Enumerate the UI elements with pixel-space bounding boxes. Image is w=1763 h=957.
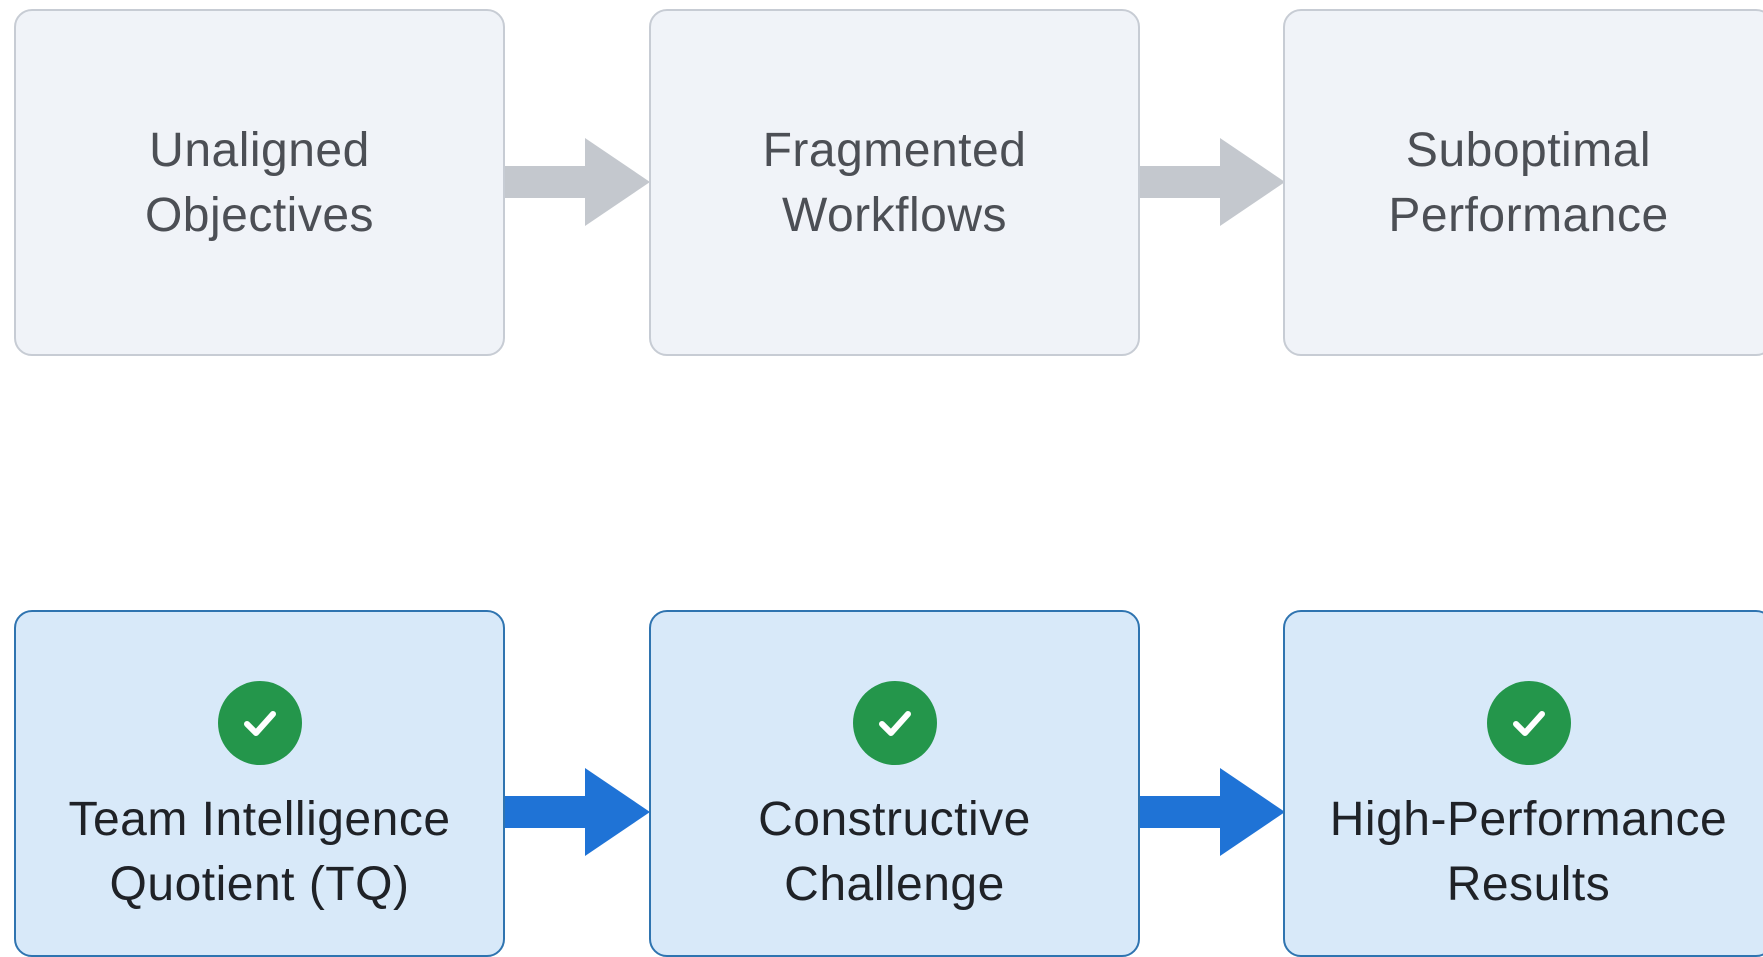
label-line-1: Constructive xyxy=(758,792,1031,846)
label-line-2: Results xyxy=(1446,857,1611,911)
solution-step-constructive-challenge: Constructive Challenge xyxy=(649,610,1140,957)
check-circle-icon xyxy=(1486,680,1571,765)
check-circle-icon xyxy=(852,680,937,765)
label-line-2: Workflows xyxy=(782,188,1007,242)
problem-arrow-1 xyxy=(505,138,650,226)
label-line-1: Unaligned xyxy=(149,123,370,177)
solution-arrow-1 xyxy=(505,768,650,856)
problem-step-label: Suboptimal Performance xyxy=(1388,118,1668,248)
label-line-2: Performance xyxy=(1388,188,1669,242)
label-line-1: Suboptimal xyxy=(1405,123,1652,177)
label-line-1: High-Performance xyxy=(1329,792,1728,846)
problem-step-label: Fragmented Workflows xyxy=(763,118,1027,248)
label-line-1: Fragmented xyxy=(762,123,1027,177)
problem-arrow-2 xyxy=(1140,138,1285,226)
solution-step-label: High-Performance Results xyxy=(1330,787,1727,917)
solution-step-high-performance-results: High-Performance Results xyxy=(1283,610,1763,957)
check-circle-icon xyxy=(217,680,302,765)
solution-step-label: Constructive Challenge xyxy=(758,787,1031,917)
label-line-2: Quotient (TQ) xyxy=(109,857,410,911)
label-line-2: Challenge xyxy=(784,857,1005,911)
label-line-1: Team Intelligence xyxy=(68,792,451,846)
label-line-2: Objectives xyxy=(144,188,375,242)
problem-step-label: Unaligned Objectives xyxy=(145,118,374,248)
problem-step-fragmented-workflows: Fragmented Workflows xyxy=(649,9,1140,356)
solution-step-label: Team Intelligence Quotient (TQ) xyxy=(68,787,450,917)
problem-step-unaligned-objectives: Unaligned Objectives xyxy=(14,9,505,356)
solution-arrow-2 xyxy=(1140,768,1285,856)
solution-step-team-intelligence-quotient: Team Intelligence Quotient (TQ) xyxy=(14,610,505,957)
problem-step-suboptimal-performance: Suboptimal Performance xyxy=(1283,9,1763,356)
